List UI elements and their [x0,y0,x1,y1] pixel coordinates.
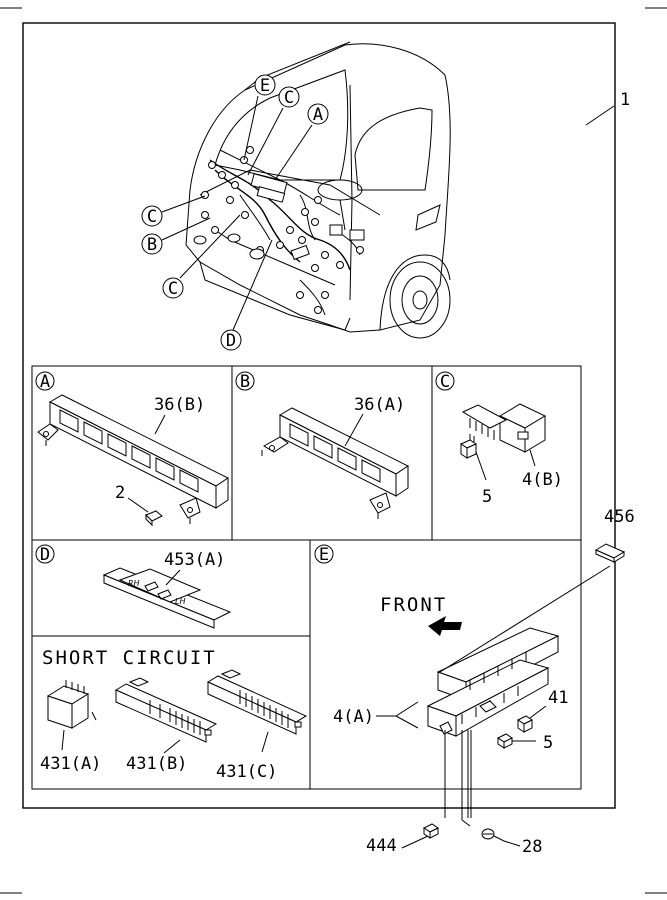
fuse-box-36a [261,407,409,519]
panel-d-part-label: 453(A) [164,550,225,570]
panel-e: E FRONT 41 5 4(A) [314,544,568,753]
panel-a: A 36(B) 2 [35,371,229,527]
callout-a-label: A [313,105,323,125]
callout-c-bottom-label: C [168,279,178,299]
callout-circle-e [254,74,276,96]
callout-circle-a [307,103,329,125]
panel-c: C 5 4(B) [435,371,563,507]
panel-e-part-5: 5 [543,733,553,753]
panel-d-badge: D [40,545,50,565]
pad-456-leader [439,565,611,673]
callout-circle-c-left [141,205,163,227]
panel-c-part-label: 4(B) [522,470,563,490]
relay-5 [459,434,478,459]
relay-4b [461,403,547,453]
pad-456 [594,543,626,563]
front-direction-label: FRONT [380,594,447,616]
screw-28 [481,828,505,842]
short-item-431a: 431(A) [40,754,101,774]
lh-marking: LH [175,597,185,606]
front-arrow-icon [428,616,462,636]
short-pin-431c [206,669,308,735]
truck-callouts: E C A C B C D [141,74,329,351]
callout-e-label: E [260,76,270,96]
callout-b-label: B [147,235,157,255]
main-frame [22,22,616,809]
panel-e-part-41: 41 [548,688,568,708]
truck-cab-illustration [185,41,451,339]
rh-marking: RH [128,579,140,588]
callout-circle-b [141,233,163,255]
clip-444 [423,823,439,839]
part-28-label: 28 [522,837,542,857]
relay-bracket [426,627,560,737]
part-456-label: 456 [604,507,635,527]
diode-label-453a: RH LH [102,567,232,629]
short-pin-431a [46,680,97,729]
short-circuit-title: SHORT CIRCUIT [42,647,217,669]
panel-b: B 36(A) [235,371,409,519]
panel-e-badge: E [319,545,329,565]
main-part-label: 1 [620,90,630,110]
detail-grid [31,365,582,790]
panel-c-badge: C [440,372,450,392]
panel-a-sub-label: 2 [115,483,125,503]
short-circuit-panel: SHORT CIRCUIT 431(A) 431(B) [40,647,308,782]
callout-circle-c-top [278,86,300,108]
panel-b-badge: B [240,372,250,392]
fuse-box-36b [37,394,229,524]
part-444-label: 444 [366,836,397,856]
callout-d-label: D [226,331,236,351]
panel-b-part-label: 36(A) [354,395,405,415]
panel-d: D RH LH 453(A) [35,544,232,629]
short-pin-431b [114,677,218,743]
short-item-431b: 431(B) [126,754,187,774]
label-1-leader [585,105,615,126]
callout-circle-c-bottom [162,277,184,299]
callout-c-left-label: C [147,207,157,227]
callout-circle-d [220,329,242,351]
panel-e-part-4a: 4(A) [333,707,374,727]
panel-c-sub-label: 5 [482,487,492,507]
crop-marks [0,7,667,894]
panel-a-part-label: 36(B) [154,395,205,415]
panel-a-badge: A [40,372,50,392]
callout-c-top-label: C [284,88,294,108]
short-item-431c: 431(C) [216,762,277,782]
